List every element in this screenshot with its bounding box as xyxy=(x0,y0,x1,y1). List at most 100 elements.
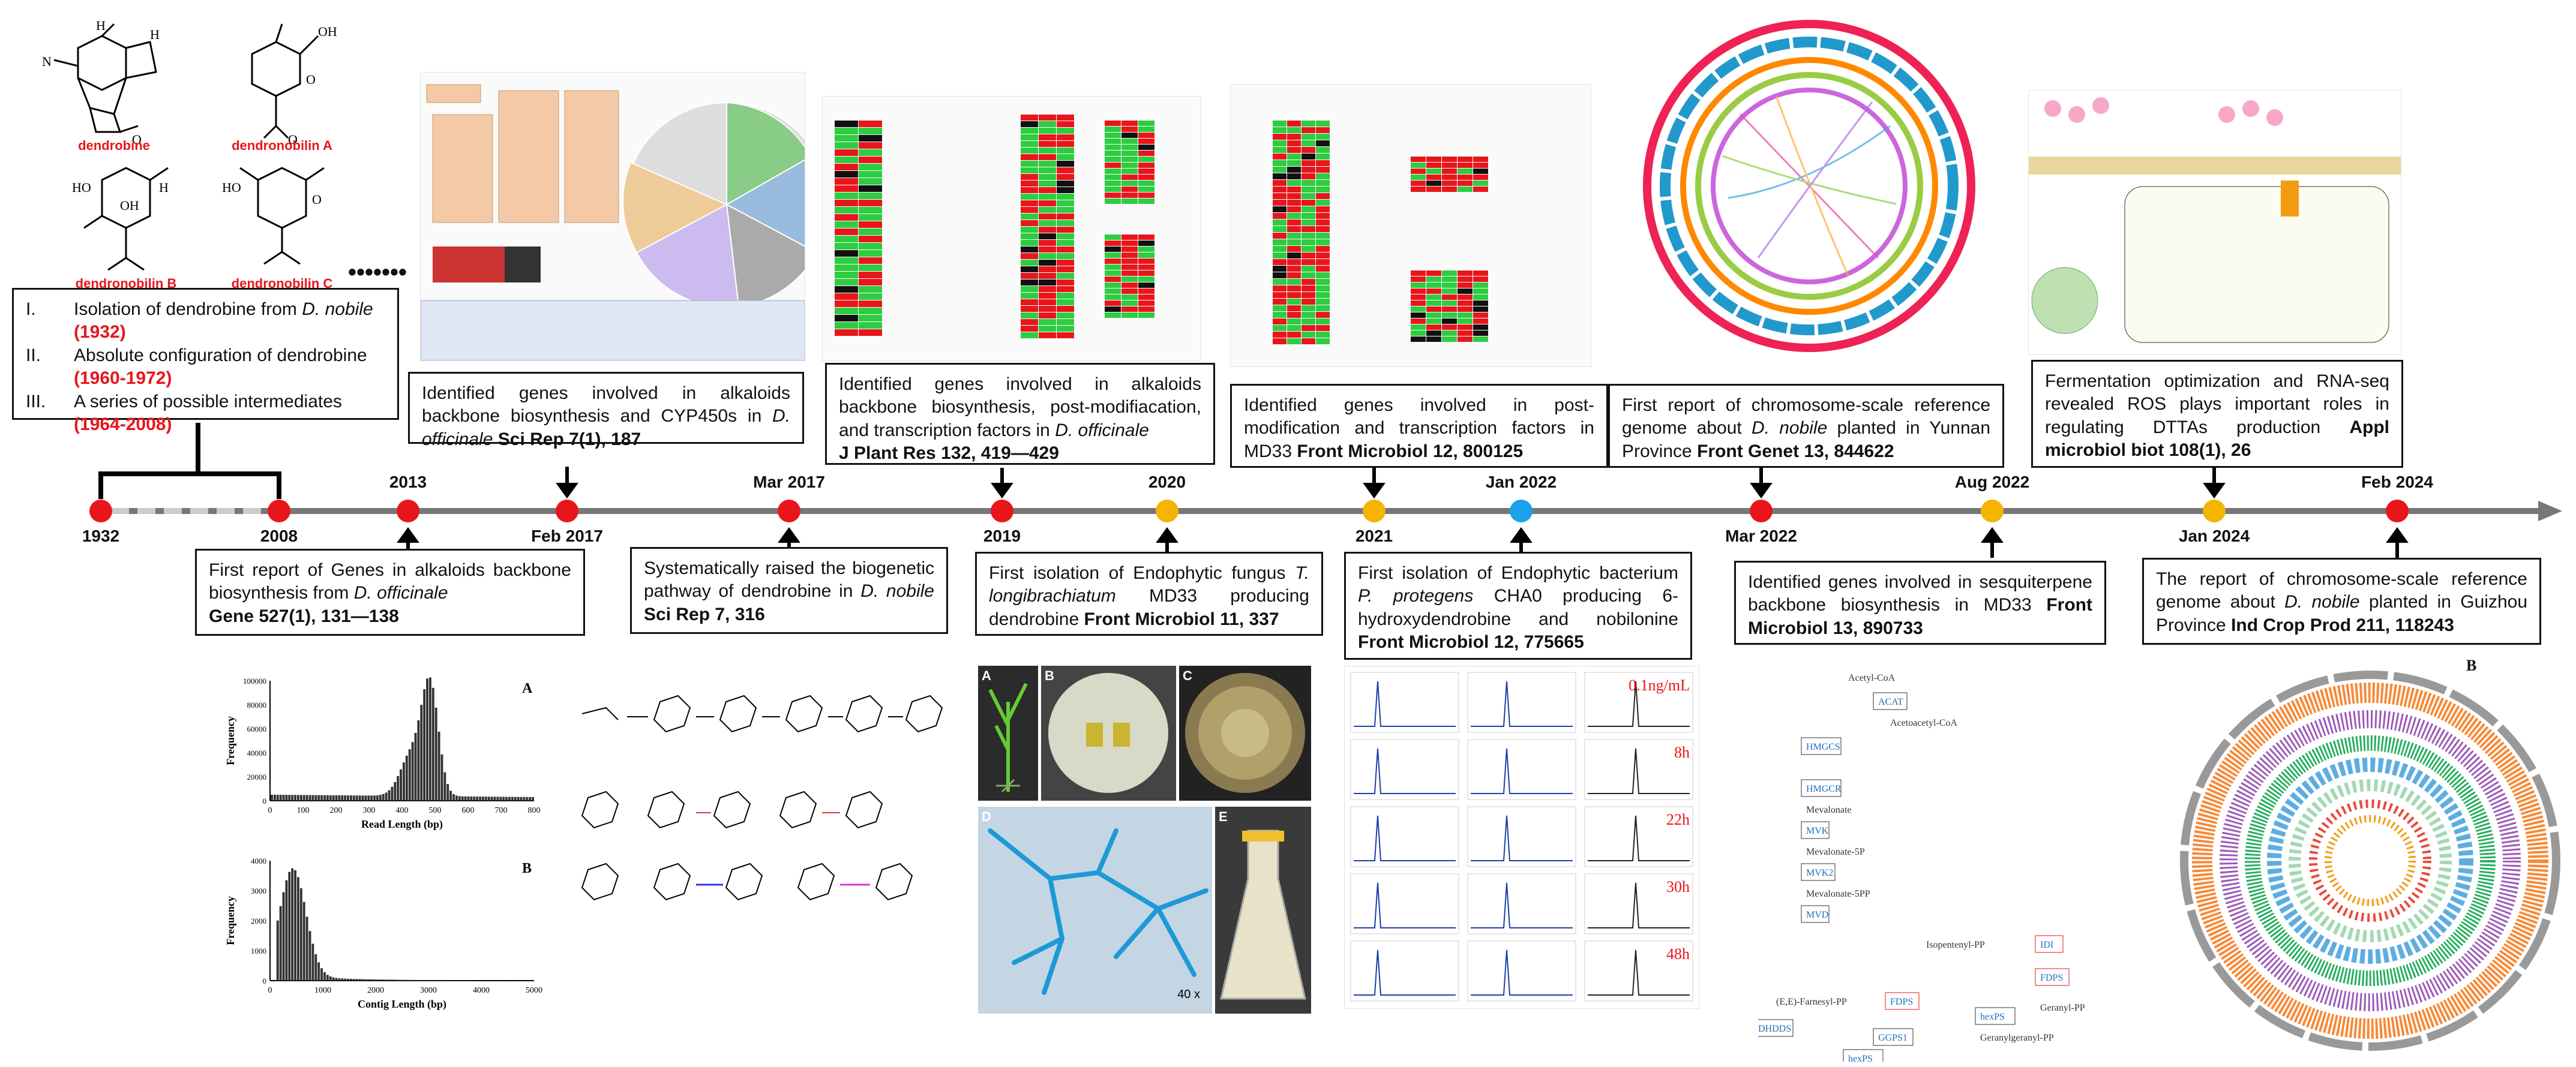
heatmap-cell xyxy=(1273,266,1286,272)
histogram-bar xyxy=(429,980,431,981)
histogram-bar xyxy=(271,795,273,801)
heatmap-cell xyxy=(1138,169,1154,174)
heatmap-cell xyxy=(1411,276,1426,282)
heatmap-cell xyxy=(1442,169,1457,174)
heatmap-cell xyxy=(1316,305,1330,311)
heatmap-cell xyxy=(1105,133,1121,138)
heatmap-cell xyxy=(1039,273,1056,279)
heatmap-cell xyxy=(1105,294,1121,300)
heatmap-cell xyxy=(1426,336,1441,342)
histogram-bar xyxy=(279,795,282,801)
heatmap-cell xyxy=(1121,127,1138,132)
timeline-year-label: 1932 xyxy=(82,527,120,545)
histogram-bar xyxy=(423,689,426,801)
x-tick-label: 0 xyxy=(268,986,272,995)
heatmap-cell xyxy=(835,221,858,228)
box-2013-text: Identified genes involved in alkaloids b… xyxy=(422,383,790,426)
heatmap-cell xyxy=(1121,139,1138,144)
heatmap-cell xyxy=(1316,239,1330,245)
svg-text:HO: HO xyxy=(222,180,241,195)
heatmap-cell xyxy=(1273,239,1286,245)
heatmap-cell xyxy=(1105,247,1121,252)
histogram-panel-label: A xyxy=(522,681,533,696)
timeline-year-label: Jan 2024 xyxy=(2178,527,2250,545)
histogram-bar xyxy=(493,797,496,801)
timeline-dot xyxy=(1363,500,1386,522)
heatmap-cell xyxy=(1316,200,1330,206)
heatmap-cell xyxy=(1021,214,1038,220)
heatmap-cell xyxy=(859,293,882,300)
heatmap-cell xyxy=(1039,312,1056,318)
ros-pathway-figure xyxy=(2028,90,2401,355)
photo-d-label: D xyxy=(982,809,991,824)
heatmap-cell xyxy=(1273,338,1286,344)
heatmap-cell xyxy=(1273,147,1286,153)
heatmap-cell xyxy=(1426,324,1441,330)
heatmap-cell xyxy=(1057,319,1074,325)
histogram-bar xyxy=(461,796,464,801)
heatmap-cell xyxy=(1473,312,1488,318)
heatmap-cell xyxy=(835,236,858,242)
heatmap-cell xyxy=(1411,300,1426,306)
heatmap-cell xyxy=(1138,270,1154,276)
info-box-feb-2024: The report of chromosome-scale reference… xyxy=(2142,558,2541,645)
svg-text:HO: HO xyxy=(72,180,91,195)
histogram-bar xyxy=(400,769,402,801)
timeline-year-label: Feb 2024 xyxy=(2361,473,2433,491)
photo-e: E xyxy=(1215,807,1311,1014)
pathway-node: Mevalonate xyxy=(1806,805,1852,815)
heatmap-cell xyxy=(859,214,882,221)
heatmap-cell xyxy=(1287,134,1301,140)
box-jan2022-species: P. protegens xyxy=(1358,586,1474,606)
histogram-bar xyxy=(508,797,511,801)
history-year-1: (1932) xyxy=(74,322,126,342)
histogram-bar xyxy=(440,980,443,981)
heatmap-cell xyxy=(859,329,882,336)
heatmap-cell xyxy=(1302,318,1315,324)
photo-b-label: B xyxy=(1045,668,1054,683)
heatmap-cell xyxy=(1273,272,1286,278)
heatmap-cell xyxy=(835,157,858,163)
histogram-bar xyxy=(458,980,461,981)
pathway-node: Geranylgeranyl-PP xyxy=(1980,1033,2054,1043)
heatmap-cell xyxy=(1121,151,1138,156)
histogram-bar xyxy=(355,979,358,981)
heatmap-cell xyxy=(1442,336,1457,342)
heatmap-cell xyxy=(1316,338,1330,344)
heatmap-cell xyxy=(1057,134,1074,140)
heatmap-cell xyxy=(1316,147,1330,153)
heatmap-cell xyxy=(1138,157,1154,162)
x-axis-label: Read Length (bp) xyxy=(361,818,443,831)
histogram-bar xyxy=(350,978,352,981)
heatmap-cell xyxy=(1442,324,1457,330)
histogram-bar xyxy=(449,980,452,981)
heatmap-cell xyxy=(1302,279,1315,285)
histogram-bar xyxy=(470,797,473,801)
heatmap-cell xyxy=(1121,265,1138,270)
histogram-bar xyxy=(437,980,440,981)
heatmap-cell xyxy=(1287,266,1301,272)
histogram-bar xyxy=(458,796,461,801)
box-mar2022-ref: Front Genet 13, 844622 xyxy=(1697,441,1894,461)
pathway-node: Acetoacetyl-CoA xyxy=(1890,718,1957,728)
heatmap-cell xyxy=(1105,127,1121,132)
heatmap-cell xyxy=(1057,332,1074,338)
heatmap-cell xyxy=(1138,276,1154,282)
histogram-bar xyxy=(379,979,382,981)
heatmap-cell xyxy=(1287,140,1301,146)
histogram-bar xyxy=(347,795,349,801)
heatmap-cell xyxy=(1473,157,1488,162)
heatmap-cell xyxy=(1039,247,1056,253)
heatmap-cell xyxy=(1105,253,1121,258)
heatmap-cell xyxy=(835,149,858,156)
heatmap-cell xyxy=(1021,181,1038,187)
histogram-bar xyxy=(344,795,347,801)
heatmap-cell xyxy=(1316,187,1330,193)
heatmap-cell xyxy=(1302,305,1315,311)
heatmap-cell xyxy=(1021,115,1038,121)
heatmap-cell xyxy=(859,243,882,250)
heatmap-cell xyxy=(1105,235,1121,240)
heatmap-cell xyxy=(1316,246,1330,252)
y-tick-label: 40000 xyxy=(247,749,267,758)
histogram-bar xyxy=(414,979,417,981)
